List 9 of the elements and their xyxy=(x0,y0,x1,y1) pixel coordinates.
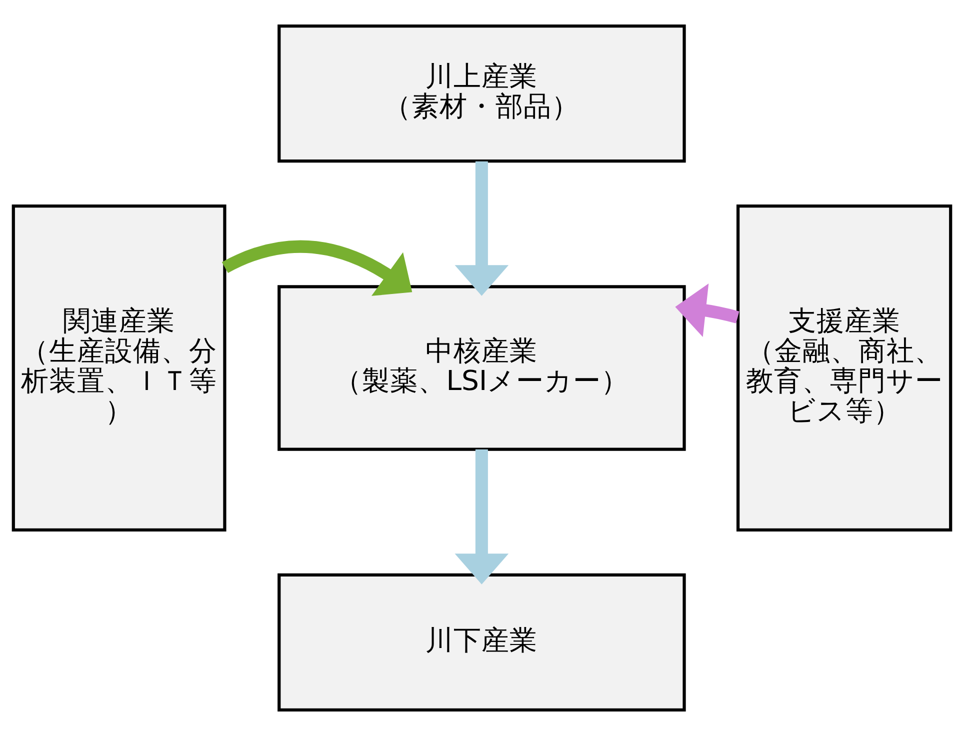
node-box: 関連産業 （生産設備、分析装置、ＩＴ等） xyxy=(12,204,226,532)
arrow xyxy=(222,240,412,296)
node-box: 支援産業 （金融、商社、教育、専門サービス等） xyxy=(736,204,952,532)
node-box: 中核産業 （製薬、LSIメーカー） xyxy=(278,285,686,451)
arrow xyxy=(454,161,509,296)
arrow xyxy=(675,283,740,337)
arrow xyxy=(454,449,509,584)
node-box: 川上産業 （素材・部品） xyxy=(278,24,686,163)
node-box: 川下産業 xyxy=(278,573,686,712)
